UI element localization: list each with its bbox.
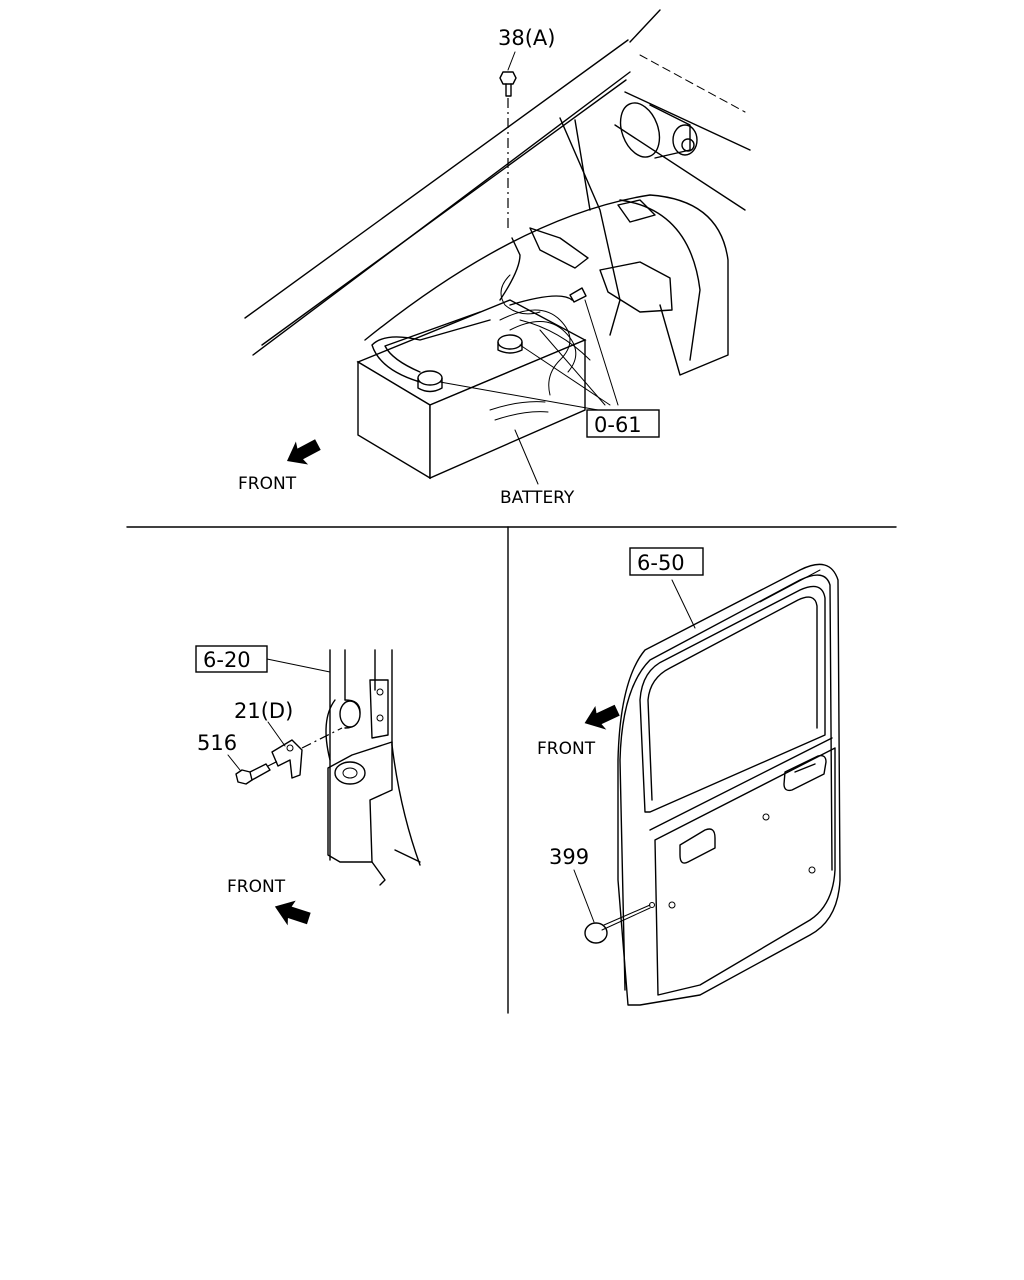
- bracket-foot: [371, 861, 386, 886]
- door-belt-line: [649, 737, 833, 831]
- wiper-motor: [619, 102, 698, 159]
- clip-hole: [286, 744, 294, 752]
- bracket-hole: [342, 767, 358, 779]
- cowl-line-2: [614, 124, 746, 211]
- label-front-right: FRONT: [537, 739, 596, 759]
- leader-061-c: [584, 299, 619, 406]
- door-access-hole: [679, 828, 716, 864]
- floor-line: [394, 849, 421, 863]
- door-hole-1: [762, 813, 770, 821]
- door-highlight: [759, 569, 821, 603]
- callout-516: 516: [197, 731, 237, 755]
- hood-edge-outer: [244, 39, 629, 319]
- callout-620: 6-20: [203, 648, 251, 672]
- callout-650: 6-50: [637, 551, 685, 575]
- clip-21d: [271, 739, 303, 779]
- harness-bolt: [569, 287, 587, 303]
- leader-650: [671, 579, 696, 629]
- door-hole-3: [808, 866, 816, 874]
- bolt-38a: [499, 71, 517, 97]
- hood-dashed-line: [639, 54, 746, 113]
- harness-loop: [500, 274, 541, 315]
- leader-399: [573, 869, 595, 923]
- front-arrow-icon: [274, 900, 311, 926]
- inner-fender: [364, 194, 729, 376]
- upper-bracket: [617, 199, 656, 223]
- rear-door-inner-edge: [619, 574, 833, 991]
- fender-bracket: [599, 261, 673, 313]
- grommet-ring: [339, 700, 361, 728]
- label-battery: BATTERY: [500, 488, 575, 508]
- callout-21d: 21(D): [234, 699, 293, 723]
- door-lower-panel: [654, 747, 836, 996]
- pillar-curve-left: [325, 699, 336, 761]
- callout-38a: 38(A): [498, 26, 555, 50]
- plug-399: [584, 922, 608, 944]
- harness-wire: [499, 237, 521, 301]
- leader-38a: [507, 51, 516, 71]
- fender-rib-2: [574, 119, 591, 211]
- leader-620: [266, 658, 331, 673]
- door-handle-recess: [783, 754, 827, 792]
- right-panel: 6-50 399 FRONT: [537, 547, 841, 1006]
- leader-battery: [514, 429, 539, 485]
- leader-21d: [267, 721, 286, 747]
- label-front-top: FRONT: [238, 474, 297, 494]
- harness-wire-2: [509, 295, 573, 306]
- fender-rib: [559, 117, 621, 336]
- leader-061-a: [439, 381, 599, 411]
- front-arrow-icon: [584, 704, 620, 730]
- left-panel: 6-20 21(D) 516 FRONT: [195, 645, 421, 926]
- door-hole-2: [668, 901, 676, 909]
- battery: [356, 299, 587, 480]
- front-arrow-icon: [286, 439, 321, 465]
- door-window: [639, 585, 826, 813]
- hood-edge-inner-2: [261, 79, 627, 346]
- door-window-inner: [647, 596, 818, 801]
- callout-399: 399: [549, 845, 589, 869]
- callout-box-061: [586, 409, 660, 438]
- plug-pin-2: [601, 907, 651, 931]
- rear-door-outer: [617, 563, 841, 1006]
- pillar-curve: [391, 744, 421, 866]
- callout-box-620: [195, 645, 268, 673]
- callout-box-650: [629, 547, 704, 576]
- bracket-boss: [334, 761, 366, 785]
- plug-pin: [603, 904, 651, 926]
- hinge-hole-1: [376, 688, 384, 696]
- bolt-516-dashline: [267, 759, 281, 767]
- door-check-bracket: [327, 741, 393, 863]
- corrugated-tube: [489, 309, 591, 421]
- bolt-516: [235, 763, 271, 785]
- fender-contour: [619, 199, 701, 361]
- door-handle: [794, 763, 816, 773]
- clip-dashline: [301, 727, 343, 749]
- cowl-line: [624, 91, 751, 151]
- pillar-line: [629, 9, 661, 43]
- top-panel: 38(A) 0-61 BATTERY FRONT: [238, 9, 751, 508]
- hinge-upper: [369, 679, 389, 739]
- battery-cable-pos-2: [384, 311, 481, 373]
- leader-516: [227, 754, 241, 771]
- leader-061-b: [519, 344, 611, 406]
- hinge-hole-2: [376, 714, 384, 722]
- label-front-left: FRONT: [227, 877, 286, 897]
- callout-061: 0-61: [594, 413, 642, 437]
- harness-bracket: [529, 227, 589, 269]
- leader-061-d: [539, 329, 606, 406]
